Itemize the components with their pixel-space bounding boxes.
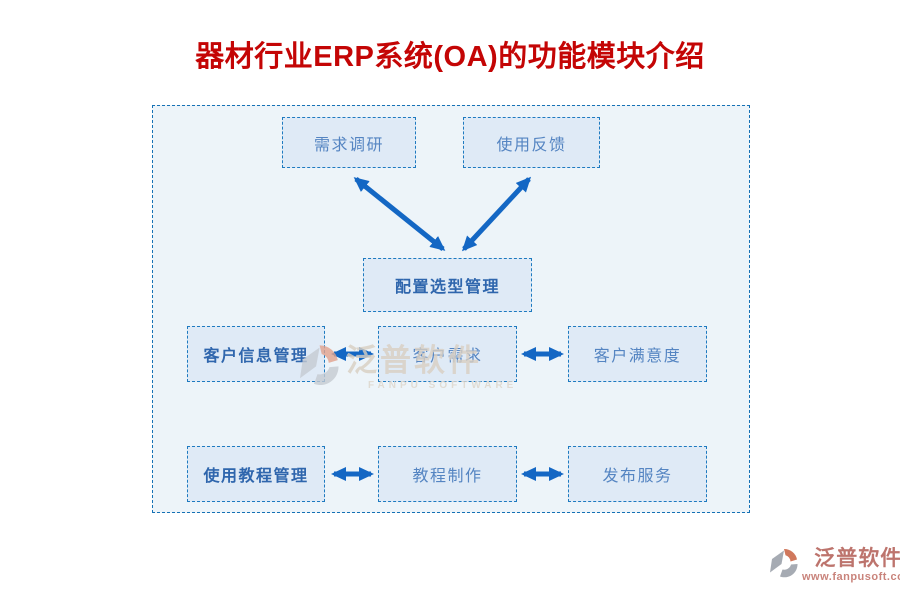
node-label: 客户需求 <box>412 348 483 365</box>
node-config-selection-mgmt: 配置选型管理 <box>363 258 532 312</box>
node-tutorial-production: 教程制作 <box>378 446 517 502</box>
node-tutorial-usage-mgmt: 使用教程管理 <box>187 446 325 502</box>
brand-url: www.fanpusoft.com <box>802 571 900 584</box>
page-title: 器材行业ERP系统(OA)的功能模块介绍 <box>195 41 705 73</box>
node-publish-service: 发布服务 <box>568 446 707 502</box>
fanpu-logo-icon <box>770 548 798 578</box>
node-demand-research: 需求调研 <box>282 117 416 168</box>
brand-name: 泛普软件 <box>814 547 900 570</box>
node-label: 客户满意度 <box>593 348 682 365</box>
node-customer-demand: 客户需求 <box>378 326 517 382</box>
node-label: 需求调研 <box>313 136 384 154</box>
node-label: 配置选型管理 <box>394 279 500 296</box>
node-label: 使用教程管理 <box>203 468 309 485</box>
node-customer-satisfaction: 客户满意度 <box>568 326 707 382</box>
node-usage-feedback: 使用反馈 <box>463 117 600 168</box>
node-label: 发布服务 <box>602 468 673 485</box>
node-label: 客户信息管理 <box>203 348 309 365</box>
node-customer-info-mgmt: 客户信息管理 <box>187 326 325 382</box>
fanpu-brand-logo: 泛普软件 www.fanpusoft.com <box>770 547 900 583</box>
node-label: 使用反馈 <box>496 136 567 154</box>
brand-texts: 泛普软件 www.fanpusoft.com <box>802 547 900 583</box>
node-label: 教程制作 <box>412 468 483 485</box>
